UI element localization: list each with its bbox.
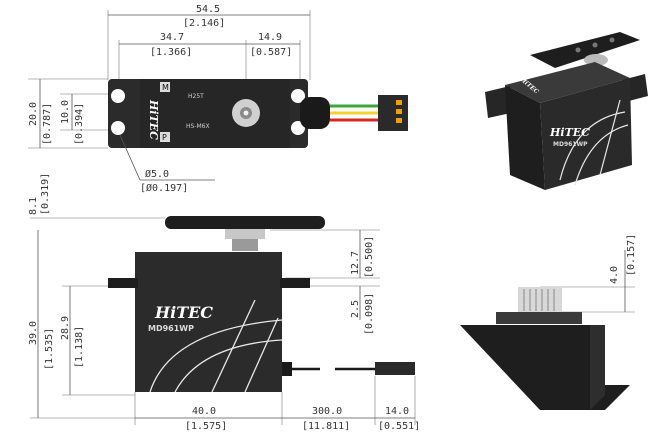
front-brand: HiTEC: [154, 303, 213, 322]
iso-view: HiTEC MD961WP HiTEC: [485, 32, 648, 190]
front-total-mm: 39.0: [28, 321, 39, 345]
top-center-in: [1.366]: [150, 47, 192, 58]
hole-dia-mm: Ø5.0: [145, 168, 169, 180]
front-flange-mm: 2.5: [350, 300, 361, 318]
top-h25t: H25T: [188, 93, 204, 100]
front-total-in: [1.535]: [44, 328, 55, 370]
top-m-label: M: [162, 83, 169, 92]
top-center-mm: 34.7: [160, 32, 184, 43]
top-height-in: [0.787]: [42, 103, 53, 145]
top-tab-mm: 14.9: [258, 32, 282, 43]
mount-hole: [291, 89, 305, 103]
side-spline-in: [0.157]: [626, 234, 637, 276]
front-body: [135, 252, 282, 392]
front-view: 8.1 [0.319] 39.0 [1.535] 28.9 [1.138] 12…: [28, 173, 420, 432]
top-model: HS-M6X: [186, 123, 210, 130]
top-width-mm: 54.5: [196, 4, 220, 15]
front-body-h-mm: 28.9: [60, 316, 71, 340]
iso-body: [540, 78, 632, 190]
top-height-mm: 20.0: [28, 102, 39, 126]
side-spline: [518, 287, 562, 312]
side-spline-mm: 4.0: [609, 266, 620, 284]
mount-hole: [111, 89, 125, 103]
front-width-mm: 40.0: [192, 406, 216, 417]
front-horn-in: [0.319]: [40, 173, 51, 215]
front-cable-mm: 300.0: [312, 406, 342, 417]
top-connector: [378, 95, 408, 131]
iso-brand: HiTEC: [549, 126, 590, 139]
front-width-in: [1.575]: [185, 421, 227, 432]
front-spline-in: [0.500]: [364, 236, 375, 278]
top-spacing-mm: 10.0: [60, 100, 71, 124]
hole-dia-in: [Ø0.197]: [140, 182, 188, 194]
side-body: [460, 325, 630, 410]
top-width-in: [2.146]: [183, 18, 225, 29]
top-tab-in: [0.587]: [250, 47, 292, 58]
front-horn-mm: 8.1: [28, 197, 39, 215]
top-view: 54.5 [2.146] 34.7 [1.366] 14.9 [0.587] 2…: [28, 4, 408, 194]
front-conn-mm: 14.0: [385, 406, 409, 417]
top-p-label: P: [162, 133, 167, 142]
top-spacing-in: [0.394]: [74, 103, 85, 145]
front-flange-in: [0.098]: [364, 293, 375, 335]
front-conn-in: [0.551]: [378, 421, 420, 432]
front-connector: [375, 362, 415, 375]
mount-hole: [291, 121, 305, 135]
front-model: MD961WP: [148, 324, 194, 333]
mount-hole: [111, 121, 125, 135]
front-cable-in: [11.811]: [302, 421, 350, 432]
front-spline-mm: 12.7: [350, 251, 361, 275]
iso-model: MD961WP: [553, 141, 588, 148]
front-body-h-in: [1.138]: [74, 326, 85, 368]
top-brand: HiTEC: [147, 99, 160, 140]
side-view: 4.0 [0.157]: [460, 234, 637, 410]
front-horn: [165, 216, 325, 229]
